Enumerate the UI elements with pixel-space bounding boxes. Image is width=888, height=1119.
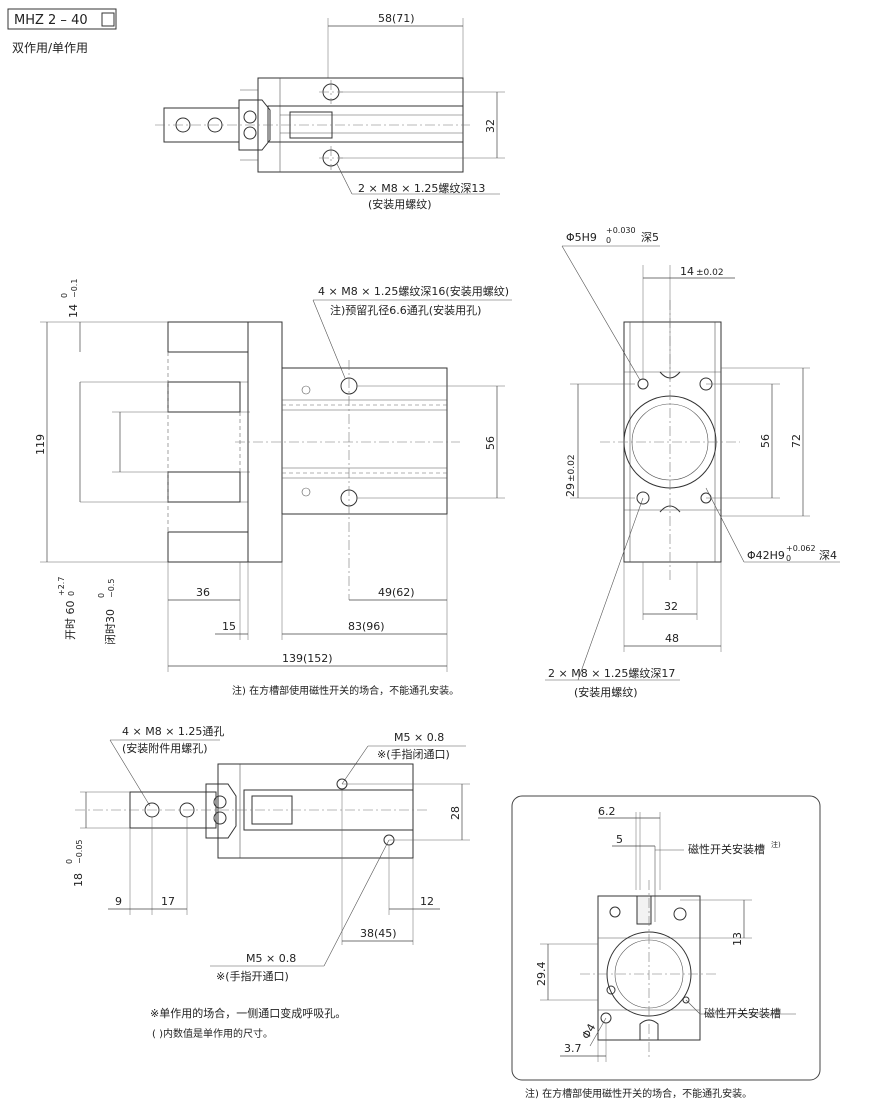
dim-phi4: Φ4 <box>579 1021 598 1041</box>
dim-56-end: 56 <box>759 434 772 448</box>
bottom-callout-thru-1: 4 × M8 × 1.25通孔 <box>122 725 224 738</box>
svg-text:0: 0 <box>67 591 76 596</box>
dim-closed: 闭时30 <box>104 609 117 645</box>
end-view: Φ5H9 +0.030 0 深5 14 ±0.02 56 <box>545 226 840 699</box>
dim-83: 83(96) <box>348 620 385 633</box>
svg-text:−0.05: −0.05 <box>75 839 84 864</box>
svg-text:±0.02: ±0.02 <box>696 268 724 278</box>
dim-open: 开时 60 <box>64 601 77 641</box>
model-title: MHZ 2 – 40 <box>14 13 88 28</box>
dim-13: 13 <box>731 932 744 946</box>
dim-38: 38(45) <box>360 927 397 940</box>
svg-text:+0.030: +0.030 <box>606 226 636 235</box>
top-callout-2: (安装用螺纹) <box>368 197 432 211</box>
dim-72: 72 <box>790 434 803 448</box>
bottom-view: 4 × M8 × 1.25通孔 (安装附件用螺孔) M5 × 0.8 ※(手指闭… <box>65 725 470 1040</box>
top-callout-1: 2 × M8 × 1.25螺纹深13 <box>358 181 485 195</box>
svg-text:0: 0 <box>786 554 791 563</box>
side-callout-2: 注)预留孔径6.6通孔(安装用孔) <box>330 303 481 317</box>
dim-9: 9 <box>115 895 122 908</box>
dim-32: 32 <box>484 119 497 133</box>
svg-text:0: 0 <box>97 593 106 598</box>
svg-text:深4: 深4 <box>819 549 837 562</box>
dim-32-end: 32 <box>664 600 678 613</box>
port-close-1: M5 × 0.8 <box>394 731 444 744</box>
svg-text:注): 注) <box>771 840 781 849</box>
svg-text:+2.7: +2.7 <box>57 577 66 596</box>
dim-56-side: 56 <box>484 436 497 450</box>
svg-text:深5: 深5 <box>641 231 659 244</box>
dim-28: 28 <box>449 806 462 820</box>
dim-29-4: 29.4 <box>535 962 548 987</box>
top-view: 58(71) 32 2 × M8 × 1.25螺纹深13 (安装用 <box>155 12 505 211</box>
title-checkbox <box>101 12 115 27</box>
dim-6-2: 6.2 <box>598 805 616 818</box>
svg-text:−0.5: −0.5 <box>107 579 116 598</box>
finger-upper <box>167 321 249 353</box>
finger-lower <box>167 531 249 563</box>
svg-text:+0.062: +0.062 <box>786 544 816 553</box>
svg-text:0: 0 <box>60 293 69 298</box>
dim-14-side: 14 <box>67 304 80 318</box>
switch-slot <box>636 895 652 925</box>
detail-note: 注) 在方槽部使用磁性开关的场合，不能通孔安装。 <box>525 1087 752 1100</box>
title-block: MHZ 2 – 40 双作用/单作用 <box>7 8 117 55</box>
svg-text:0: 0 <box>65 859 74 864</box>
end-callout-top: Φ5H9 <box>566 231 597 244</box>
dim-58: 58(71) <box>378 12 415 25</box>
dim-36: 36 <box>196 586 210 599</box>
bottom-note-1: ※单作用的场合，一侧通口变成呼吸孔。 <box>150 1006 346 1020</box>
side-note: 注) 在方槽部使用磁性开关的场合，不能通孔安装。 <box>232 684 459 697</box>
side-view: 4 × M8 × 1.25螺纹深16(安装用螺纹) 注)预留孔径6.6通孔(安装… <box>34 279 512 697</box>
title-frame <box>7 8 117 30</box>
dim-14-end: 14 <box>680 265 694 278</box>
dim-29-end: 29 <box>564 483 577 497</box>
detail-frame <box>511 795 821 1081</box>
dim-12: 12 <box>420 895 434 908</box>
detail-view: 6.2 5 磁性开关安装槽 注) 13 29.4 磁 <box>511 795 821 1100</box>
dim-48-end: 48 <box>665 632 679 645</box>
dim-18: 18 <box>72 873 85 887</box>
side-callout-1: 4 × M8 × 1.25螺纹深16(安装用螺纹) <box>318 284 509 298</box>
dim-3-7: 3.7 <box>564 1042 582 1055</box>
dim-119: 119 <box>34 434 47 455</box>
slot-label-2: 磁性开关安装槽 <box>704 1006 781 1020</box>
subtitle: 双作用/单作用 <box>12 41 88 55</box>
slot-label: 磁性开关安装槽 <box>688 842 765 856</box>
port-open-2: ※(手指开通口) <box>216 969 289 983</box>
dim-15: 15 <box>222 620 236 633</box>
dim-5: 5 <box>616 833 623 846</box>
end-callout-bore: Φ42H9 <box>747 549 785 562</box>
bottom-callout-thru-2: (安装附件用螺孔) <box>122 741 208 755</box>
port-open-1: M5 × 0.8 <box>246 952 296 965</box>
end-callout-bottom-2: (安装用螺纹) <box>574 685 638 699</box>
dim-17: 17 <box>161 895 175 908</box>
port-close-2: ※(手指闭通口) <box>377 747 450 761</box>
dim-139: 139(152) <box>282 652 333 665</box>
side-body <box>281 367 448 515</box>
svg-text:±0.02: ±0.02 <box>567 454 577 482</box>
dim-49: 49(62) <box>378 586 415 599</box>
svg-text:0: 0 <box>606 236 611 245</box>
bottom-note-2: ( )内数值是单作用的尺寸。 <box>152 1027 273 1040</box>
end-callout-bottom-1: 2 × M8 × 1.25螺纹深17 <box>548 666 675 680</box>
bottom-body <box>217 763 414 859</box>
svg-text:−0.1: −0.1 <box>70 279 79 298</box>
